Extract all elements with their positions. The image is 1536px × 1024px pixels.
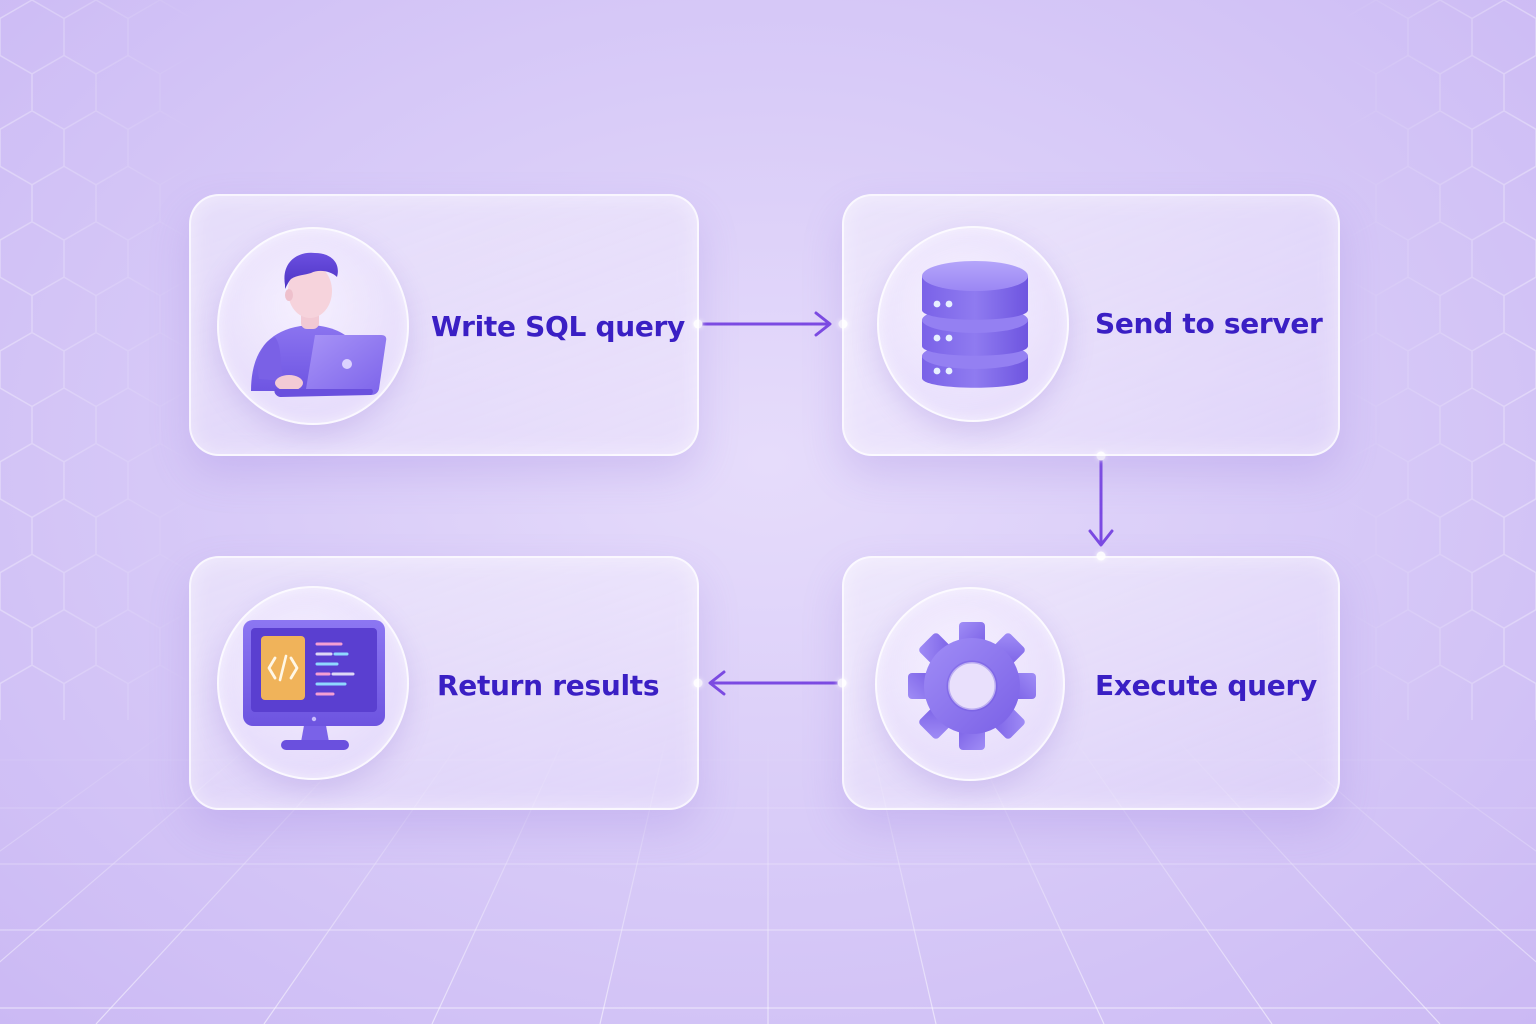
icon-circle bbox=[875, 587, 1065, 781]
database-server-icon bbox=[922, 261, 1028, 388]
step-card-write-sql-query: Write SQL query bbox=[189, 194, 699, 456]
icon-circle bbox=[877, 226, 1069, 422]
step-label: Send to server bbox=[1095, 307, 1323, 340]
step-card-return-results: Return results bbox=[189, 556, 699, 810]
arrow-write-to-send bbox=[693, 311, 848, 337]
developer-laptop-icon bbox=[251, 252, 387, 397]
gear-icon bbox=[908, 622, 1036, 750]
step-card-send-to-server: Send to server bbox=[842, 194, 1340, 456]
step-card-execute-query: Execute query bbox=[842, 556, 1340, 810]
step-label: Execute query bbox=[1095, 669, 1317, 702]
icon-circle bbox=[217, 586, 409, 780]
icon-circle bbox=[217, 227, 409, 425]
arrow-execute-to-return bbox=[693, 670, 847, 696]
code-monitor-icon bbox=[243, 620, 385, 750]
step-label: Return results bbox=[437, 669, 660, 702]
arrow-send-to-execute bbox=[1088, 451, 1114, 561]
step-label: Write SQL query bbox=[431, 310, 686, 343]
